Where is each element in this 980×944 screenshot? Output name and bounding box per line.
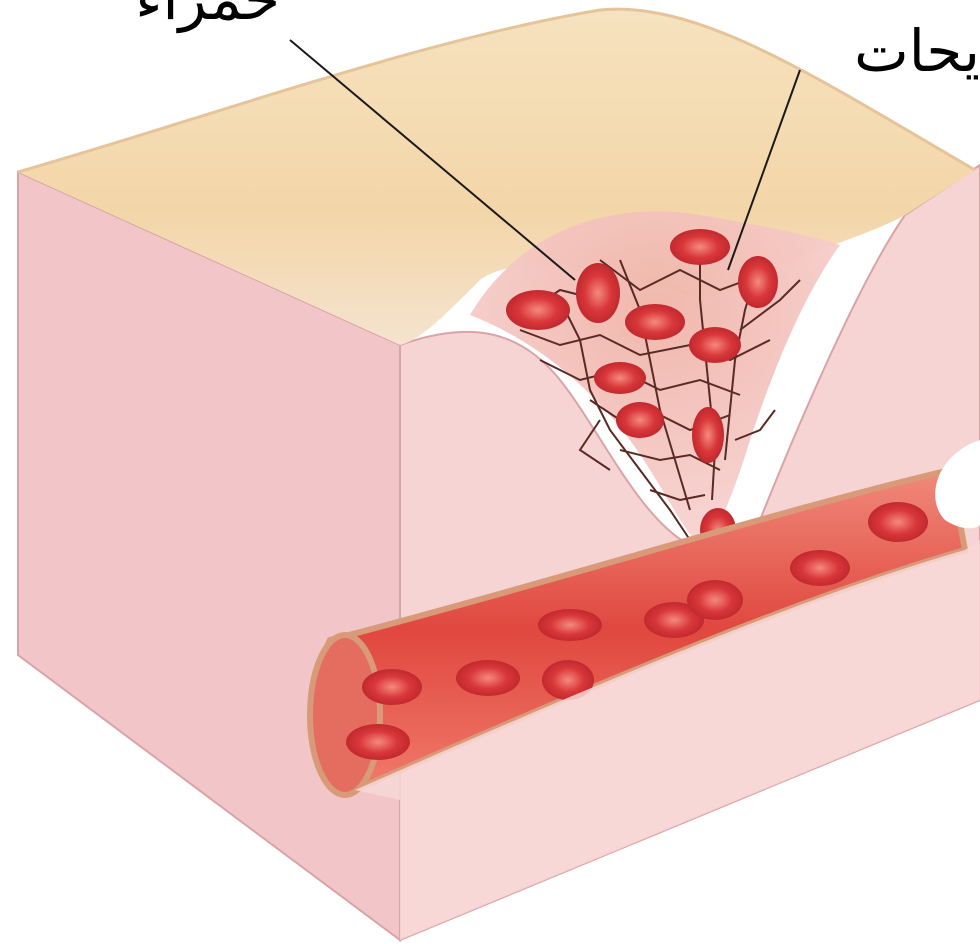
red-cell — [738, 256, 778, 308]
red-cell — [670, 229, 730, 265]
red-cell — [868, 502, 928, 542]
red-cell — [576, 263, 620, 323]
red-cell — [692, 407, 724, 463]
red-cell — [689, 327, 741, 363]
red-cell — [362, 669, 422, 705]
red-cell — [687, 580, 743, 620]
red-cell — [456, 660, 520, 696]
red-cell — [790, 550, 850, 586]
red-cell — [346, 724, 410, 760]
vessel-opening — [310, 635, 380, 795]
red-cell — [506, 290, 570, 330]
label-red-cells: حمراء — [135, 0, 280, 28]
red-cell — [625, 304, 685, 340]
label-fibrin: يحات — [854, 22, 980, 80]
red-cell — [594, 362, 646, 394]
red-cell — [616, 402, 664, 438]
red-cell — [538, 609, 602, 641]
